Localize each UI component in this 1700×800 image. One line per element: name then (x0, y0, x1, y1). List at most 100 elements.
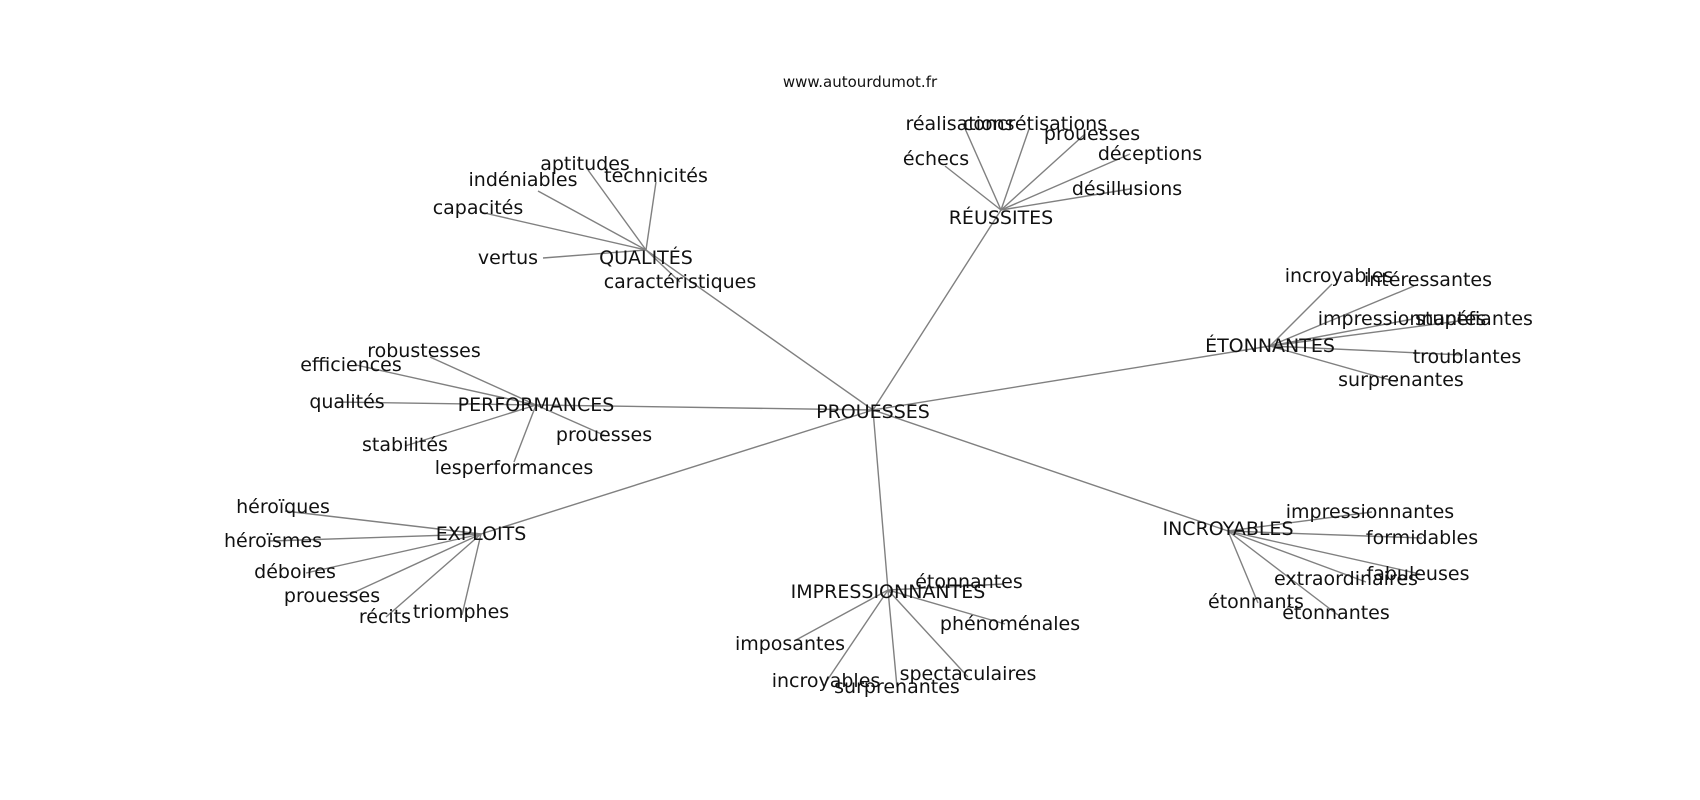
related-word-label: déceptions (1098, 143, 1202, 165)
hub-to-word-edge (461, 533, 482, 616)
center-to-hub-edge (872, 409, 1229, 532)
related-word-label: incroyables (1285, 265, 1394, 287)
related-word-label: efficiences (300, 354, 402, 376)
hub-to-word-edge (887, 589, 1006, 625)
hub-to-word-edge (645, 249, 681, 283)
center-to-hub-edge (872, 409, 889, 591)
hub-to-word-edge (587, 169, 647, 251)
related-word-label: fabuleuses (1367, 563, 1470, 585)
hub-to-word-edge (1227, 530, 1421, 575)
hub-to-word-edge (1227, 530, 1339, 616)
hub-to-word-edge (1269, 285, 1415, 347)
related-word-label: qualités (309, 391, 384, 413)
hub-to-word-edge (284, 510, 482, 535)
edge-layer (269, 123, 1475, 688)
related-word-label: robustesses (367, 340, 481, 362)
related-word-label: étonnants (1208, 591, 1304, 613)
center-to-hub-edge (872, 345, 1271, 411)
hub-to-word-edge (1269, 318, 1414, 347)
hub-to-word-edge (535, 404, 607, 437)
center-to-hub-edge (535, 404, 874, 411)
hub-to-word-edge (645, 181, 657, 251)
related-word-label: étonnantes (1282, 602, 1390, 624)
related-word-label: désillusions (1072, 178, 1182, 200)
cluster-hub-label: INCROYABLES (1162, 518, 1293, 540)
related-word-label: héroïsmes (224, 530, 322, 552)
center-word: PROUESSES (816, 401, 930, 423)
hub-to-word-edge (1227, 530, 1259, 604)
hub-to-word-edge (542, 249, 647, 259)
hub-to-word-edge (355, 364, 537, 406)
cluster-hub-label: ÉTONNANTES (1205, 334, 1335, 357)
related-word-label: récits (359, 606, 411, 628)
related-word-label: aptitudes (540, 153, 630, 175)
related-word-label: prouesses (556, 424, 652, 446)
related-word-label: étonnantes (915, 571, 1023, 593)
related-word-label: surprenantes (834, 676, 960, 698)
related-word-label: impressionnantes (1286, 501, 1454, 523)
hub-to-word-edge (962, 123, 1002, 211)
related-word-label: capacités (433, 197, 524, 219)
center-to-hub-edge (645, 249, 874, 411)
related-word-label: vertus (478, 247, 538, 269)
label-layer: www.autourdumot.fr PROUESSES réalisation… (224, 73, 1533, 698)
hub-to-word-edge (537, 190, 647, 251)
related-word-label: triomphes (413, 601, 509, 623)
related-word-label: déboires (254, 561, 336, 583)
hub-to-word-edge (825, 589, 889, 683)
related-word-label: réalisations (905, 113, 1014, 135)
related-word-label: spectaculaires (900, 663, 1037, 685)
related-word-label: caractéristiques (604, 271, 757, 293)
hub-to-word-edge (513, 404, 537, 463)
cluster-hub-label: IMPRESSIONNANTES (791, 581, 986, 603)
hub-to-word-edge (795, 589, 889, 641)
site-watermark: www.autourdumot.fr (783, 73, 938, 91)
related-word-label: échecs (903, 148, 969, 170)
related-word-label: troublantes (1413, 346, 1522, 368)
cluster-hub-label: QUALITÉS (599, 246, 693, 269)
hub-to-word-edge (1227, 511, 1373, 532)
related-word-label: surprenantes (1338, 369, 1464, 391)
related-word-label: prouesses (1044, 123, 1140, 145)
cluster-hub-label: PERFORMANCES (458, 394, 615, 416)
related-word-label: prouesses (284, 585, 380, 607)
center-to-hub-edge (480, 409, 874, 535)
related-word-label: intéressantes (1364, 269, 1492, 291)
related-word-label: héroïques (236, 496, 330, 518)
hub-to-word-edge (345, 533, 482, 597)
hub-to-word-edge (1227, 530, 1367, 583)
related-word-label: phénoménales (940, 613, 1080, 635)
hub-to-word-edge (479, 211, 647, 251)
hub-to-word-edge (1227, 530, 1423, 539)
hub-to-word-edge (944, 165, 1002, 211)
related-word-label: indéniables (469, 169, 578, 191)
related-word-label: formidables (1366, 527, 1478, 549)
cluster-hub-label: EXPLOITS (436, 523, 527, 545)
hub-to-word-edge (269, 533, 482, 542)
hub-to-word-edge (404, 404, 537, 447)
hub-to-word-edge (305, 533, 482, 574)
related-word-label: lesperformances (435, 457, 593, 479)
hub-to-word-edge (1269, 345, 1464, 356)
related-word-label: technicités (604, 165, 708, 187)
hub-to-word-edge (385, 533, 482, 618)
hub-to-word-edge (1000, 188, 1131, 211)
hub-to-word-edge (429, 356, 537, 406)
related-word-label: impressionnantes (1318, 308, 1486, 330)
hub-to-word-edge (335, 401, 537, 406)
related-word-label: extraordinaires (1274, 568, 1418, 590)
hub-to-word-edge (1000, 133, 1086, 211)
hub-to-word-edge (1269, 345, 1398, 383)
hub-to-word-edge (887, 589, 969, 678)
hub-to-word-edge (887, 583, 1005, 591)
cluster-hub-label: RÉUSSITES (949, 206, 1054, 229)
related-word-label: stupéfiantes (1415, 308, 1533, 330)
hub-to-word-edge (1269, 283, 1333, 347)
related-word-label: stabilités (362, 434, 448, 456)
hub-to-word-edge (1269, 318, 1475, 347)
hub-to-word-edge (1000, 153, 1131, 211)
hub-to-word-edge (1000, 128, 1030, 211)
related-word-label: incroyables (772, 670, 881, 692)
related-word-label: concrétisations (963, 113, 1107, 135)
